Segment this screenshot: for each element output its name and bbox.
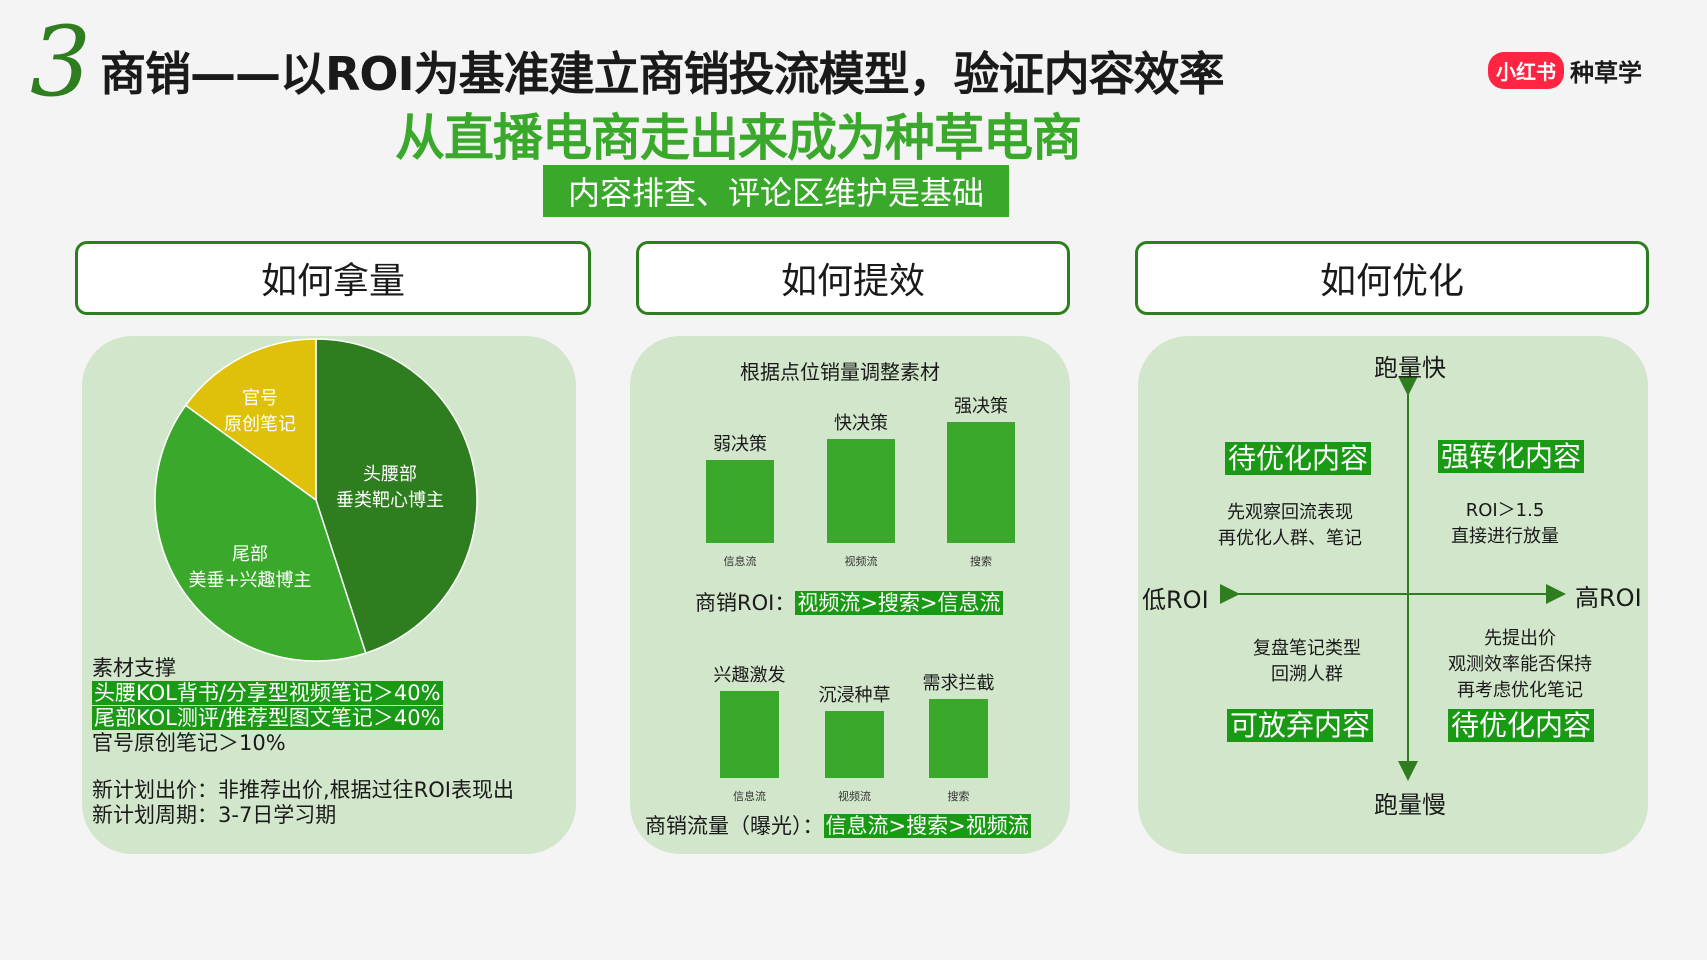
section-head-label: 如何优化 xyxy=(1319,261,1464,302)
quadrant-title: 可放弃内容 xyxy=(1227,709,1374,742)
axis-bottom-label: 跑量慢 xyxy=(1374,791,1446,819)
pie-slice-official xyxy=(184,338,317,502)
roi-label: 商销ROI： xyxy=(695,591,796,615)
brand-logo: 小红书 种草学 xyxy=(1488,52,1642,89)
pie-label-line: 美垂+兴趣博主 xyxy=(188,570,312,591)
bar-category: 信息流 xyxy=(733,790,766,803)
roi-ranking: 商销ROI：视频流>搜索>信息流 xyxy=(695,587,1003,617)
flow-label: 商销流量（曝光）： xyxy=(645,814,824,838)
bar-immersion xyxy=(825,710,884,778)
bar-label: 弱决策 xyxy=(713,433,767,455)
section-head-label: 如何提效 xyxy=(780,261,925,302)
axis-left-label: 低ROI xyxy=(1142,586,1209,614)
desc-line: 观测效率能否保持 xyxy=(1448,654,1592,675)
bar-category: 视频流 xyxy=(844,555,878,568)
bar-category: 搜索 xyxy=(947,790,970,803)
bar-label: 兴趣激发 xyxy=(713,665,786,686)
quadrant-title: 待优化内容 xyxy=(1225,442,1372,475)
plan-bid: 新计划出价：非推荐出价,根据过往ROI表现出 xyxy=(92,778,514,802)
quadrant-br-desc: 先提出价 观测效率能否保持 再考虑优化笔记 xyxy=(1405,624,1635,702)
pie-label-line: 头腰部 xyxy=(363,464,417,485)
quadrant-bl-desc: 复盘笔记类型 回溯人群 xyxy=(1207,634,1407,686)
pie-label-official: 官号 原创笔记 xyxy=(205,384,315,436)
pie-label-line: 垂类靶心博主 xyxy=(336,490,444,511)
desc-line: 先提出价 xyxy=(1484,628,1556,649)
quadrant-title: 强转化内容 xyxy=(1438,440,1585,473)
quadrant-axes xyxy=(1220,376,1566,781)
axis-right-label: 高ROI xyxy=(1575,584,1642,612)
roi-value: 视频流>搜索>信息流 xyxy=(795,591,1003,615)
material-line-head: 头腰KOL背书/分享型视频笔记＞40% xyxy=(92,681,443,705)
material-support: 素材支撑 头腰KOL背书/分享型视频笔记＞40% 尾部KOL测评/推荐型图文笔记… xyxy=(92,656,514,828)
logo-badge: 小红书 xyxy=(1488,52,1564,89)
section-head-acquire: 如何拿量 xyxy=(75,241,591,315)
bar-demand xyxy=(929,698,988,778)
logo-text: 种草学 xyxy=(1570,59,1642,87)
mid-top-title: 根据点位销量调整素材 xyxy=(740,360,940,384)
pie-slice-head xyxy=(315,338,478,655)
quadrant-tl-title: 待优化内容 xyxy=(1225,437,1372,477)
bar-label: 沉浸种草 xyxy=(818,684,891,706)
pie-label-head: 头腰部 垂类靶心博主 xyxy=(300,460,480,512)
page-title: 商销——以ROI为基准建立商销投流模型，验证内容效率 xyxy=(100,47,1225,101)
pie-slice-tail xyxy=(154,404,367,662)
bar-label: 快决策 xyxy=(834,412,888,434)
quadrant-tl-desc: 先观察回流表现 再优化人群、笔记 xyxy=(1190,498,1390,550)
quadrant-br-title: 待优化内容 xyxy=(1448,704,1595,744)
material-line-official: 官号原创笔记＞10% xyxy=(92,731,286,755)
material-line-tail: 尾部KOL测评/推荐型图文笔记＞40% xyxy=(92,706,443,730)
desc-line: ROI＞1.5 xyxy=(1465,500,1545,521)
section-number: 3 xyxy=(30,6,92,118)
bar-category: 搜索 xyxy=(970,555,992,568)
bar-decision-strong xyxy=(947,422,1015,543)
pie-label-line: 官号 xyxy=(242,388,278,409)
quadrant-tr-title: 强转化内容 xyxy=(1438,435,1585,475)
axis-top-label: 跑量快 xyxy=(1374,354,1446,382)
desc-line: 再考虑优化笔记 xyxy=(1457,680,1583,701)
bar-interest xyxy=(720,691,779,778)
plan-period: 新计划周期：3-7日学习期 xyxy=(92,803,337,827)
desc-line: 再优化人群、笔记 xyxy=(1218,528,1362,549)
flow-value: 信息流>搜索>视频流 xyxy=(823,814,1031,838)
page-subtitle: 从直播电商走出来成为种草电商 xyxy=(395,109,1082,167)
material-heading: 素材支撑 xyxy=(92,656,176,680)
quadrant-tr-desc: ROI＞1.5 直接进行放量 xyxy=(1405,496,1605,548)
flow-ranking: 商销流量（曝光）：信息流>搜索>视频流 xyxy=(645,810,1031,840)
bar-decision-fast xyxy=(827,438,895,543)
bar-label: 强决策 xyxy=(954,396,1008,417)
pie-label-tail: 尾部 美垂+兴趣博主 xyxy=(165,540,335,592)
desc-line: 先观察回流表现 xyxy=(1227,502,1353,523)
section-head-efficiency: 如何提效 xyxy=(636,241,1070,315)
foundation-tag: 内容排查、评论区维护是基础 xyxy=(543,165,1009,217)
section-head-label: 如何拿量 xyxy=(260,261,405,302)
desc-line: 复盘笔记类型 xyxy=(1253,638,1361,659)
bar-category: 视频流 xyxy=(838,790,871,803)
bar-label: 需求拦截 xyxy=(922,672,995,694)
desc-line: 直接进行放量 xyxy=(1451,526,1559,547)
pie-label-line: 原创笔记 xyxy=(224,414,296,435)
pie-label-line: 尾部 xyxy=(232,544,268,565)
desc-line: 回溯人群 xyxy=(1271,664,1343,685)
quadrant-bl-title: 可放弃内容 xyxy=(1227,704,1374,744)
bar-category: 信息流 xyxy=(723,555,757,568)
section-head-optimize: 如何优化 xyxy=(1135,241,1649,315)
bar-decision-weak xyxy=(706,459,774,543)
quadrant-title: 待优化内容 xyxy=(1448,709,1595,742)
